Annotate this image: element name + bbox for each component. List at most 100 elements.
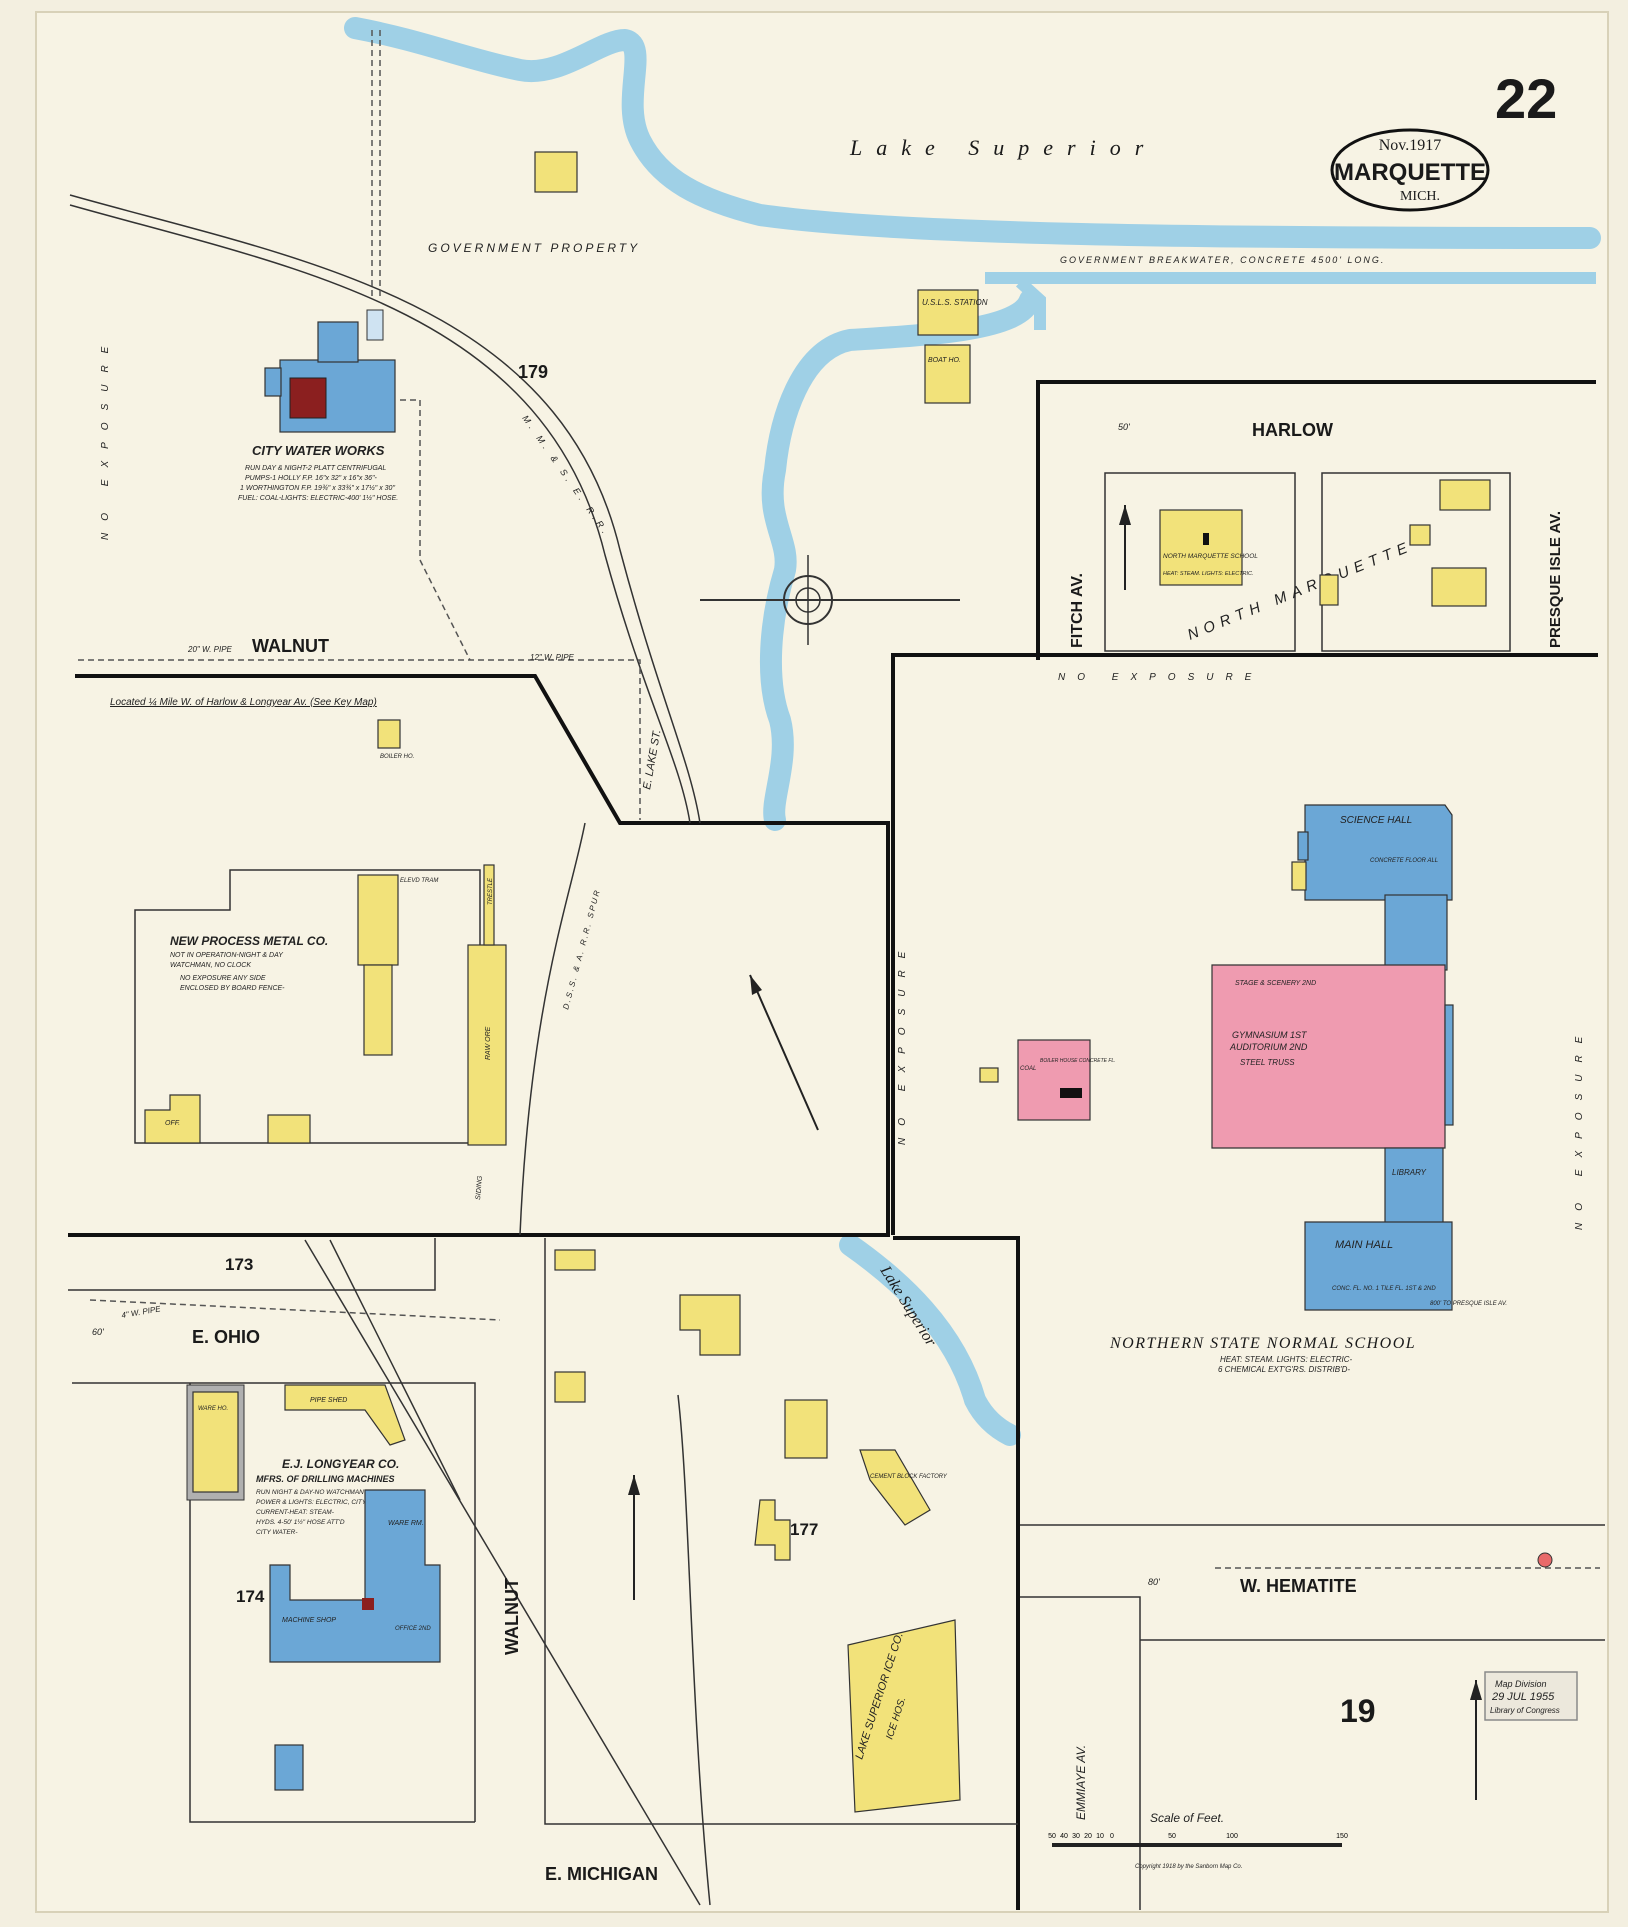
pipe-water-works xyxy=(400,399,471,661)
longyear-note-3: CURRENT-HEAT: STEAM- xyxy=(256,1509,335,1516)
fire-alarm-box xyxy=(1537,1552,1553,1568)
stamp-line-1: Map Division xyxy=(1495,1679,1547,1689)
railroad-mm-se xyxy=(69,194,701,824)
scale-tick-2: 30 xyxy=(1072,1833,1080,1840)
to-presque-label: 800' TO PRESQUE ISLE AV. xyxy=(1430,1301,1507,1307)
block-19-label: 19 xyxy=(1340,1693,1376,1729)
cartouche-city: MARQUETTE xyxy=(1334,159,1486,186)
auditorium-label: AUDITORIUM 2ND xyxy=(1229,1042,1308,1052)
pipe-shed-label: PIPE SHED xyxy=(310,1397,347,1404)
ware-ho-label: WARE HO. xyxy=(198,1406,228,1412)
dim-label-60-ohio: 60' xyxy=(92,1327,104,1337)
new-process-structure-2 xyxy=(363,964,393,1056)
gov-building xyxy=(534,151,578,193)
siding-label: SIDING xyxy=(475,1175,484,1200)
block-173 xyxy=(68,1238,436,1291)
house-lot-2 xyxy=(1409,524,1431,546)
lake-shoreline xyxy=(344,17,1601,249)
new-process-structure-1 xyxy=(357,874,399,966)
concrete-floor-label: CONCRETE FLOOR ALL xyxy=(1370,858,1438,864)
railroad-dssa-spur xyxy=(519,822,586,1236)
nm-school-chimney xyxy=(1203,533,1209,545)
north-arrow-177 xyxy=(628,1475,640,1600)
trestle-label: TRESTLE xyxy=(488,877,494,905)
street-fitch: FITCH AV. xyxy=(1069,573,1086,648)
ice-house xyxy=(847,1619,961,1813)
railroad-lower-2 xyxy=(329,1239,461,1501)
street-walnut-vertical: WALNUT xyxy=(502,1578,522,1655)
street-walnut-top: WALNUT xyxy=(252,636,329,656)
stage-label: STAGE & SCENERY 2ND xyxy=(1235,980,1316,987)
stamp-line-3: Library of Congress xyxy=(1490,1706,1560,1715)
pipe-shed xyxy=(284,1384,406,1446)
street-e-michigan: E. MICHIGAN xyxy=(545,1864,658,1884)
longyear-note-2: POWER & LIGHTS: ELECTRIC, CITY xyxy=(256,1499,367,1506)
block-hematite-south xyxy=(1020,1596,1605,1910)
boiler-ho-label: BOILER HO. xyxy=(380,754,414,760)
office-label: OFFICE 2ND xyxy=(395,1626,431,1632)
street-emmiaye: EMMIAYE AV. xyxy=(1074,1745,1088,1820)
scale-tick-6: 50 xyxy=(1168,1833,1176,1840)
scale-tick-0: 50 xyxy=(1048,1833,1056,1840)
scale-tick-3: 20 xyxy=(1084,1833,1092,1840)
raw-ore-label: RAW ORE xyxy=(485,1026,492,1060)
boat-ho-label: BOAT HO. xyxy=(928,357,961,364)
scale-tick-8: 150 xyxy=(1336,1833,1348,1840)
normal-school-buildings xyxy=(979,804,1454,1311)
coal-label: COAL xyxy=(1020,1066,1036,1072)
building-c xyxy=(784,1399,828,1459)
cartouche-state: MICH. xyxy=(1400,189,1440,204)
new-process-note-1: NOT IN OPERATION-NIGHT & DAY xyxy=(170,952,284,959)
boundary-north-marquette xyxy=(1036,380,1596,660)
block-179-label: 179 xyxy=(518,362,548,382)
raw-ore-bin xyxy=(467,944,507,1146)
block-177-label: 177 xyxy=(790,1520,818,1539)
new-process-note-4: ENCLOSED BY BOARD FENCE- xyxy=(180,985,285,992)
railroad-lower-3 xyxy=(677,1394,711,1906)
block-nm-school xyxy=(1104,472,1296,652)
stamp-line-2: 29 JUL 1955 xyxy=(1491,1691,1555,1703)
dwelling-177-2 xyxy=(554,1371,586,1403)
ej-longyear-label: E.J. LONGYEAR CO. xyxy=(282,1457,399,1471)
pipe-20-label: 20" W. PIPE xyxy=(187,645,233,654)
boundary-lower xyxy=(893,1236,1020,1910)
scale-tick-5: 0 xyxy=(1110,1833,1114,1840)
main-hall-label: MAIN HALL xyxy=(1335,1239,1393,1251)
street-e-ohio: E. OHIO xyxy=(192,1327,260,1347)
library-label: LIBRARY xyxy=(1392,1168,1427,1177)
lake-superior-top-label: Lake Superior xyxy=(849,135,1157,160)
water-works-note-1: RUN DAY & NIGHT-2 PLATT CENTRIFUGAL xyxy=(245,465,386,472)
boundary-normal-school xyxy=(891,653,1598,1235)
longyear-note-5: CITY WATER- xyxy=(256,1529,298,1536)
pipe-ohio xyxy=(89,1299,501,1321)
no-exposure-far-left: NO EXPOSURE xyxy=(100,335,111,540)
railroad-mm-se-2 xyxy=(69,204,691,824)
street-w-hematite: W. HEMATITE xyxy=(1240,1576,1357,1596)
trestle xyxy=(483,864,495,946)
north-marquette-school-building xyxy=(1159,509,1243,586)
cement-block-label: CEMENT BLOCK FACTORY xyxy=(870,1474,948,1480)
block-174-inner xyxy=(189,1383,475,1823)
block-173-label: 173 xyxy=(225,1255,253,1274)
normal-note-2: 6 CHEMICAL EXT'G'RS. DISTRIB'D- xyxy=(1218,1365,1350,1374)
new-process-note-2: WATCHMAN, NO CLOCK xyxy=(170,962,251,969)
copyright: Copyright 1918 by the Sanborn Map Co. xyxy=(1135,1864,1242,1870)
boat-house-building xyxy=(924,344,971,404)
no-exposure-right: NO EXPOSURE xyxy=(1574,1025,1585,1230)
ware-rm-label: WARE RM. xyxy=(388,1520,424,1527)
new-process-note-3: NO EXPOSURE ANY SIDE xyxy=(180,975,266,982)
cement-block-factory xyxy=(859,1449,931,1526)
north-arrow-mid xyxy=(749,974,819,1131)
block-177 xyxy=(544,1238,1018,1825)
main-hall-note: CONC. FL. NO. 1 TILE FL. 1ST & 2ND xyxy=(1332,1286,1436,1292)
gymnasium-label: GYMNASIUM 1ST xyxy=(1232,1030,1308,1040)
water-works-note-3: 1 WORTHINGTON F.P. 19¾" x 33¾" x 17½" x … xyxy=(240,484,395,492)
nm-school-label: NORTH MARQUETTE SCHOOL xyxy=(1163,553,1258,560)
steel-truss-label: STEEL TRUSS xyxy=(1240,1058,1295,1067)
breakwater-label: GOVERNMENT BREAKWATER, CONCRETE 4500' LO… xyxy=(1060,255,1385,265)
title-cartouche: Nov.1917 MARQUETTE MICH. xyxy=(1330,128,1490,212)
scale-label: Scale of Feet. xyxy=(1150,1811,1224,1825)
pipe-vertical xyxy=(371,30,381,300)
